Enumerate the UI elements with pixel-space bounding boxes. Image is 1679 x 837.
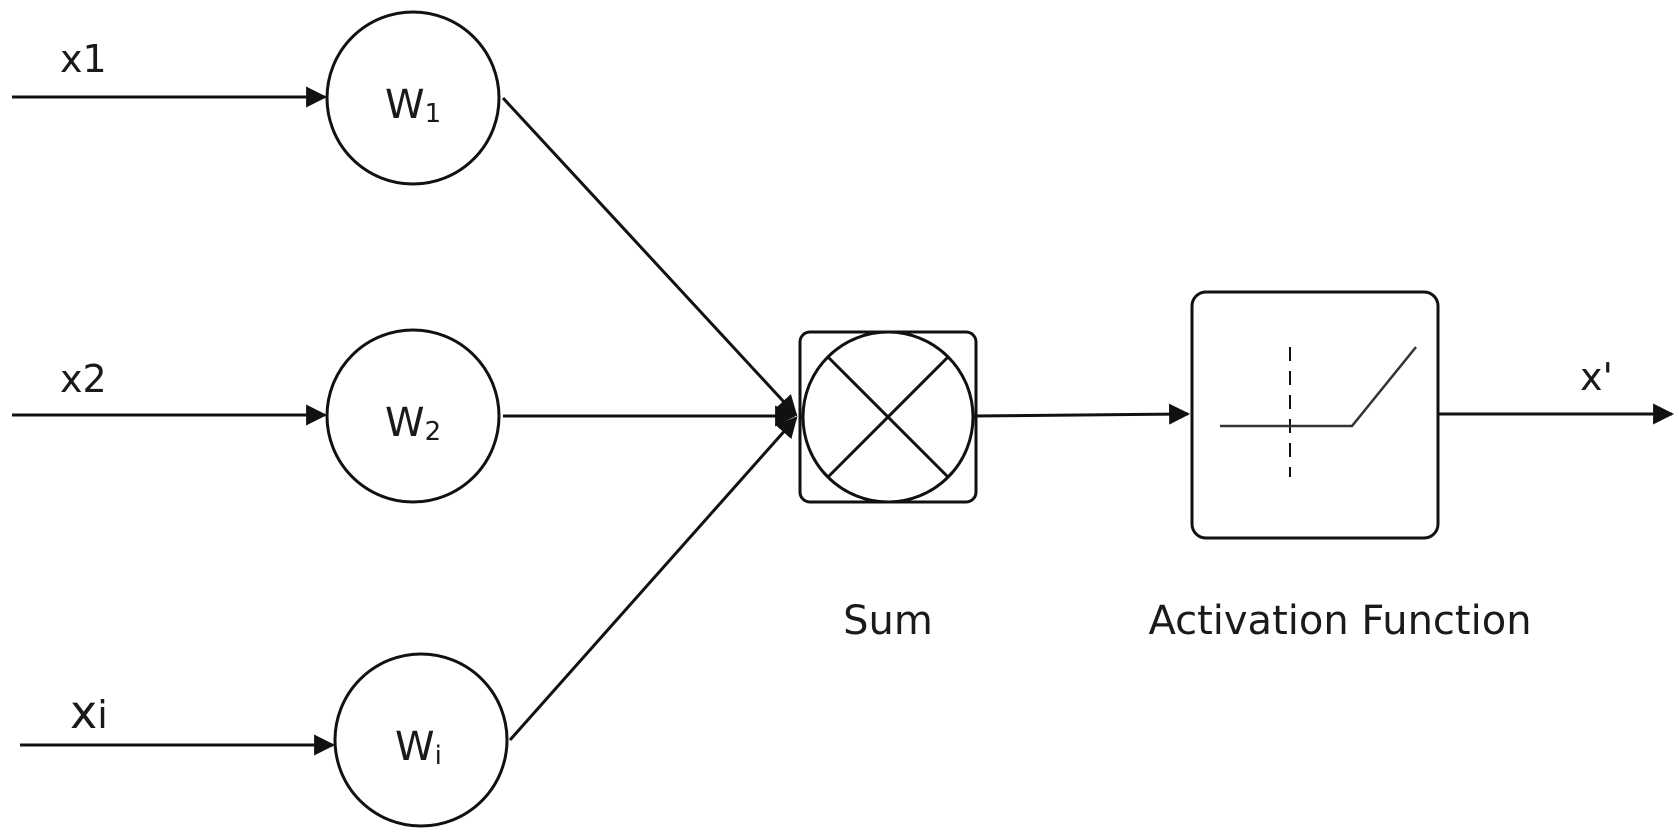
input-label-i-sub: i <box>97 693 108 737</box>
output-label: x' <box>1580 355 1613 399</box>
activation-curve <box>1220 346 1417 428</box>
activation-caption: Activation Function <box>1148 598 1531 644</box>
input-label-i: xi <box>70 685 108 739</box>
edge-wi-sum <box>508 416 798 741</box>
weight-label-i: Wi <box>395 724 442 771</box>
weight-label-i-sub: i <box>435 741 442 771</box>
sum-cross-b <box>826 355 950 479</box>
edge-w1-sum <box>501 96 798 417</box>
weight-label-2: W2 <box>385 400 441 447</box>
weight-label-1-base: W <box>385 82 425 128</box>
weight-label-1: W1 <box>385 82 441 129</box>
weight-node-i <box>333 652 509 828</box>
sum-caption: Sum <box>843 598 933 644</box>
edge-sum-activation <box>973 403 1191 425</box>
weight-label-2-base: W <box>385 400 425 446</box>
weight-label-2-sub: 2 <box>425 417 442 447</box>
input-label-2: x2 <box>60 357 107 401</box>
weight-label-i-base: W <box>395 724 435 770</box>
weight-node-2 <box>325 328 501 504</box>
weight-node-1 <box>325 10 501 186</box>
activation-box <box>1190 290 1440 540</box>
input-label-1: x1 <box>60 37 107 81</box>
weight-label-1-sub: 1 <box>425 99 442 129</box>
input-label-i-base: x <box>70 685 97 739</box>
